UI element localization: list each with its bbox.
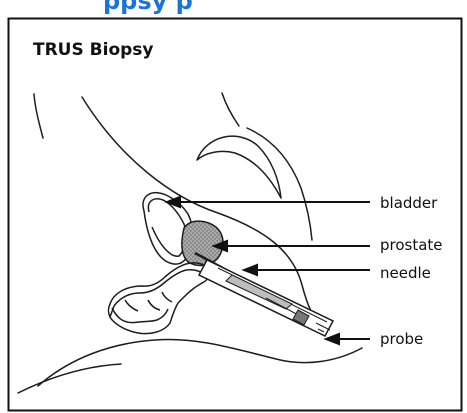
page-heading-fragment: ppsy p: [103, 0, 193, 15]
needle-label: needle: [380, 264, 431, 282]
rectum-outline: [109, 263, 212, 334]
diagram-title: TRUS Biopsy: [33, 40, 154, 60]
ultrasound-probe: [199, 260, 333, 336]
bladder-label: bladder: [380, 194, 438, 212]
probe-label: probe: [380, 330, 423, 348]
prostate-shape: [182, 221, 223, 265]
prostate-label: prostate: [380, 236, 443, 254]
diagram-frame: [9, 19, 462, 411]
